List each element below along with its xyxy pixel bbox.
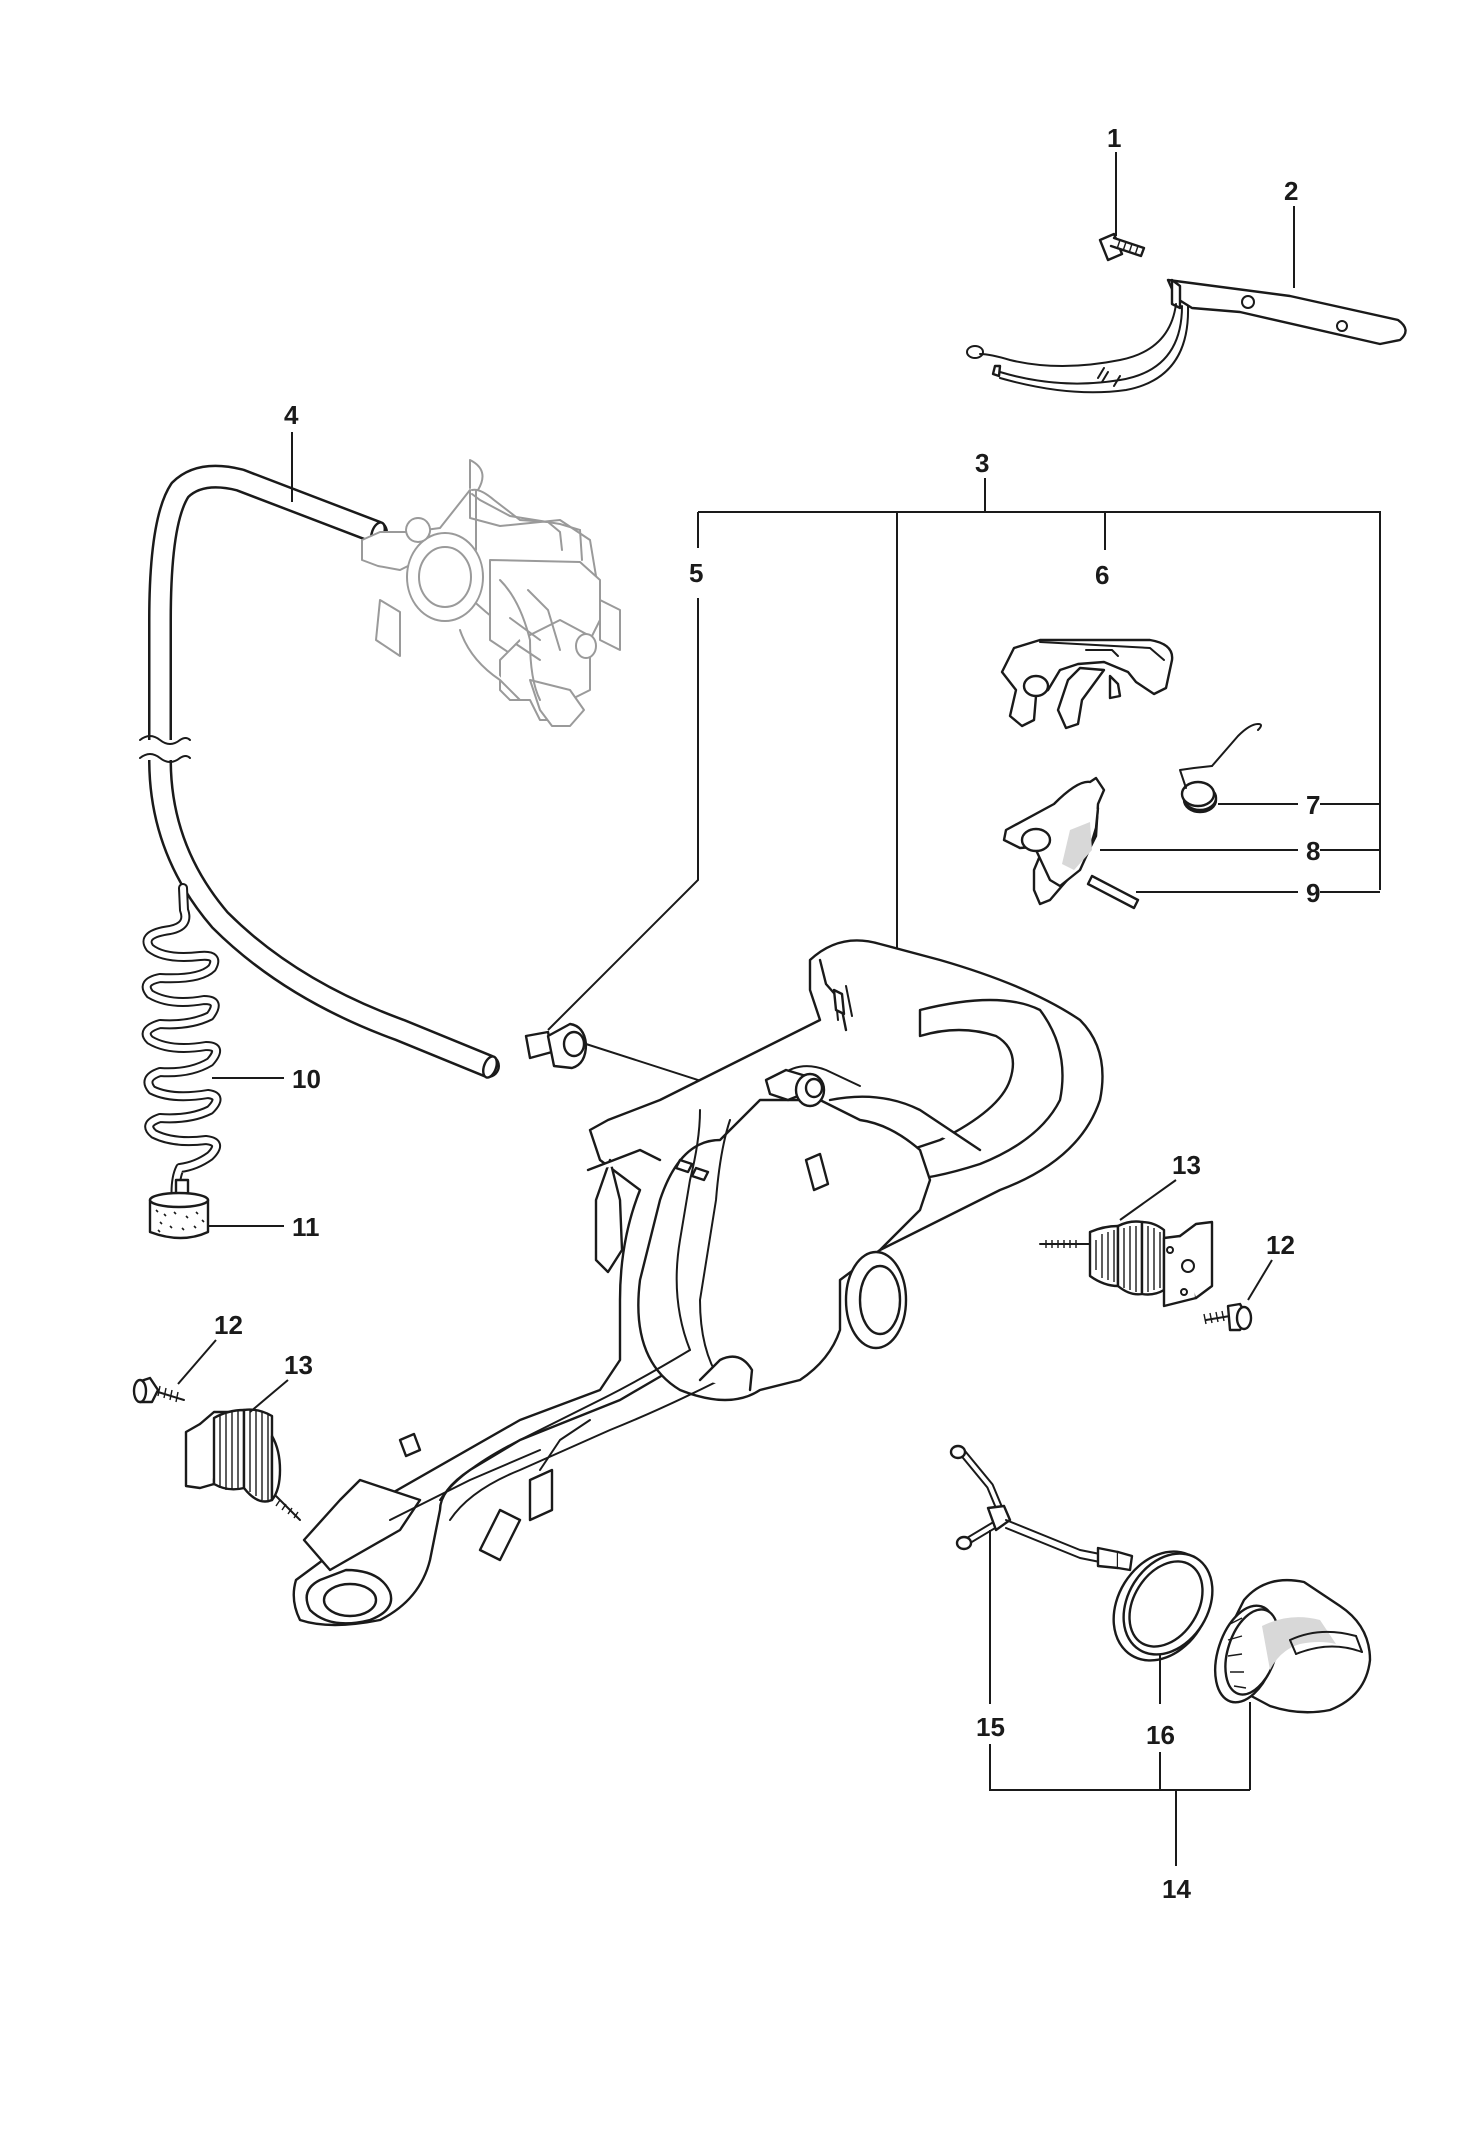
callout-11: 11 <box>292 1212 320 1242</box>
callout-3: 3 <box>975 448 989 478</box>
callout-10: 10 <box>292 1064 321 1094</box>
bracket-group-3 <box>697 478 1381 948</box>
part-2-bracket <box>966 278 1407 394</box>
part-3-housing <box>292 939 1104 1627</box>
callout-16: 16 <box>1146 1720 1175 1750</box>
callout-7: 7 <box>1306 790 1320 820</box>
part-13-av-spring-right <box>1039 1179 1214 1308</box>
part-9-pin <box>1086 874 1298 910</box>
fuel-cap <box>1214 1578 1372 1790</box>
part-8-trigger <box>1002 776 1298 906</box>
part-12-bolt-right <box>1203 1259 1273 1332</box>
carburetor-ghost <box>361 459 621 727</box>
part-7-spring <box>1179 723 1298 814</box>
callout-12-left: 12 <box>214 1310 243 1340</box>
part-10-coil-hose <box>141 883 284 1209</box>
callout-14: 14 <box>1162 1874 1191 1904</box>
part-6-throttle-lever <box>1000 638 1174 730</box>
callout-labels: 1 2 3 4 5 6 7 8 9 10 11 12 12 13 13 14 1… <box>214 123 1320 1904</box>
callout-13-right: 13 <box>1172 1150 1201 1180</box>
callout-15: 15 <box>976 1712 1005 1742</box>
part-1-screw <box>1098 232 1146 262</box>
callout-9: 9 <box>1306 878 1320 908</box>
callout-1: 1 <box>1107 123 1121 153</box>
callout-12-right: 12 <box>1266 1230 1295 1260</box>
callout-2: 2 <box>1284 176 1298 206</box>
leaders-top <box>291 152 1295 502</box>
callout-4: 4 <box>284 400 299 430</box>
part-4-fuel-hose <box>139 464 500 1079</box>
callout-8: 8 <box>1306 836 1320 866</box>
part-15-pickup <box>949 1444 1134 1704</box>
part-12-bolt-left <box>132 1339 217 1404</box>
part-13-av-spring-left <box>184 1379 301 1521</box>
part-16-seal-ring <box>1112 1550 1214 1704</box>
callout-13-left: 13 <box>284 1350 313 1380</box>
callout-6: 6 <box>1095 560 1109 590</box>
part-11-fuel-filter <box>148 1178 284 1240</box>
bracket-group-14 <box>989 1744 1250 1866</box>
part-5-fitting <box>524 598 811 1117</box>
callout-5: 5 <box>689 558 703 588</box>
